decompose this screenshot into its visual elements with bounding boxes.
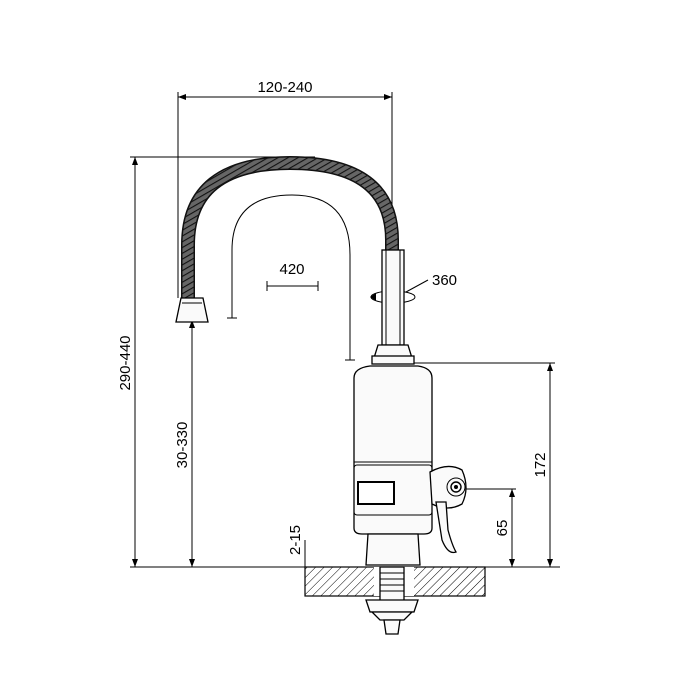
dimension-lines xyxy=(130,92,560,596)
dimension-spout-height: 30-330 xyxy=(174,422,191,469)
dimension-total-height: 290-440 xyxy=(117,335,134,390)
countertop-mount xyxy=(304,566,486,635)
dimension-arc-length: 420 xyxy=(279,261,304,278)
dimension-mount-thickness: 2-15 xyxy=(287,525,304,555)
dimension-spout-reach: 120-240 xyxy=(257,79,312,96)
dimension-body-height: 172 xyxy=(532,452,549,477)
flexible-spout-hose xyxy=(175,155,399,323)
rigid-spout-pipe xyxy=(371,249,415,365)
heater-body xyxy=(353,365,433,566)
dimension-swivel-angle: 360 xyxy=(432,272,457,289)
dimension-handle-height: 65 xyxy=(494,520,511,537)
control-handle xyxy=(429,465,467,554)
